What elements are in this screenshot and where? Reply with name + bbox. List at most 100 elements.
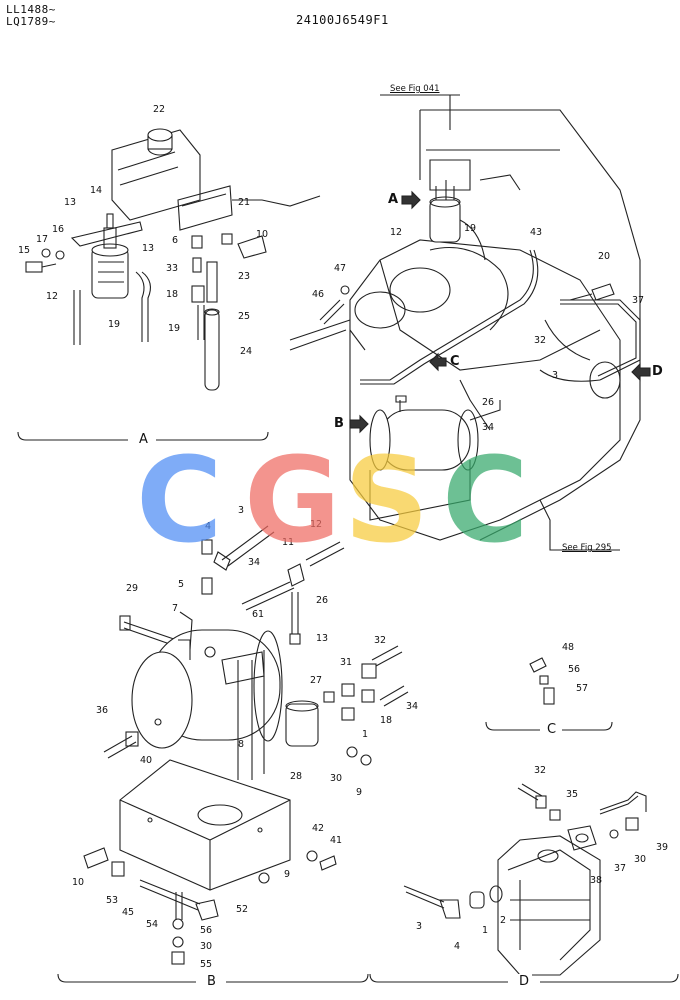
callout: 17 <box>36 234 49 245</box>
callout: 21 <box>238 197 251 208</box>
callout: 30 <box>634 854 647 865</box>
callout: 10 <box>256 229 269 240</box>
callout: 32 <box>534 335 547 346</box>
callout: 30 <box>200 941 213 952</box>
detail-d-drawing <box>369 783 679 983</box>
callout: 46 <box>312 289 325 300</box>
callout: 56 <box>200 925 213 936</box>
callout: 1 <box>482 925 489 936</box>
detail-a-drawing <box>17 128 321 441</box>
callout: 4 <box>205 521 212 532</box>
callout: 24 <box>240 346 253 357</box>
callout: 22 <box>153 104 166 115</box>
callout: 10 <box>72 877 85 888</box>
callout: 26 <box>482 397 495 408</box>
view-arrow-c <box>429 352 447 372</box>
callout: 4 <box>454 941 461 952</box>
callout: 48 <box>562 642 575 653</box>
callout: 19 <box>108 319 121 330</box>
callout: 57 <box>576 683 589 694</box>
callout: 1 <box>362 729 369 740</box>
section-label-c: C <box>544 722 560 737</box>
callout: 25 <box>238 311 251 322</box>
callout: 36 <box>96 705 109 716</box>
callout: 27 <box>310 675 323 686</box>
view-arrows <box>349 190 651 434</box>
callout: 53 <box>106 895 119 906</box>
callout: 31 <box>340 657 353 668</box>
callout: 12 <box>390 227 403 238</box>
callout: 18 <box>166 289 179 300</box>
callout: 20 <box>598 251 611 262</box>
callout: 2 <box>500 915 507 926</box>
section-label-d: D <box>516 974 533 989</box>
view-marker-a: A <box>388 192 399 207</box>
main-engine-drawing <box>289 94 641 551</box>
callout: 35 <box>566 789 579 800</box>
callout: 55 <box>200 959 213 970</box>
callout: 30 <box>330 773 343 784</box>
callout: 34 <box>248 557 261 568</box>
view-marker-d: D <box>652 364 663 379</box>
section-label-a: A <box>136 432 151 447</box>
callout: 32 <box>374 635 387 646</box>
callout: 47 <box>334 263 347 274</box>
callout: 32 <box>534 765 547 776</box>
callout: 3 <box>552 370 559 381</box>
callout: 15 <box>18 245 31 256</box>
callout: 13 <box>142 243 155 254</box>
detail-b-drawing <box>57 525 409 983</box>
ref-fig-295[interactable]: See Fig 295 <box>562 543 612 553</box>
callout: 41 <box>330 835 343 846</box>
section-label-b: B <box>204 974 219 989</box>
callout: 7 <box>172 603 179 614</box>
callout: 16 <box>52 224 65 235</box>
part-number: 24100J6549F1 <box>296 13 389 27</box>
callout: 11 <box>282 537 295 548</box>
serial-range-1: LL1488~ <box>6 3 56 16</box>
callout: 34 <box>406 701 419 712</box>
callout: 18 <box>380 715 393 726</box>
callout: 9 <box>356 787 363 798</box>
callout: 5 <box>178 579 185 590</box>
callout: 14 <box>90 185 103 196</box>
callout: 26 <box>316 595 329 606</box>
view-arrow-b <box>349 414 369 434</box>
callout: 19 <box>168 323 181 334</box>
ref-fig-041[interactable]: See Fig 041 <box>390 84 440 94</box>
detail-c-drawing <box>485 657 613 731</box>
callout: 54 <box>146 919 159 930</box>
callout: 37 <box>614 863 627 874</box>
callout: 9 <box>284 869 291 880</box>
view-marker-c: C <box>450 354 460 369</box>
callout: 40 <box>140 755 153 766</box>
callout: 8 <box>238 739 245 750</box>
callout: 56 <box>568 664 581 675</box>
callout: 3 <box>238 505 245 516</box>
callout: 45 <box>122 907 135 918</box>
callout: 52 <box>236 904 249 915</box>
callout: 3 <box>416 921 423 932</box>
view-arrow-a <box>401 190 421 210</box>
callout: 19 <box>464 223 477 234</box>
callout: 42 <box>312 823 325 834</box>
callout: 38 <box>590 875 603 886</box>
callout: 37 <box>632 295 645 306</box>
view-arrow-d <box>631 362 651 382</box>
callout: 12 <box>46 291 59 302</box>
callout: 23 <box>238 271 251 282</box>
callout: 13 <box>316 633 329 644</box>
callout: 33 <box>166 263 179 274</box>
callout: 34 <box>482 422 495 433</box>
callout: 43 <box>530 227 543 238</box>
view-marker-b: B <box>334 416 344 431</box>
callout: 13 <box>64 197 77 208</box>
serial-range-2: LQ1789~ <box>6 15 56 28</box>
callout: 12 <box>310 519 323 530</box>
callout: 61 <box>252 609 265 620</box>
callout: 6 <box>172 235 179 246</box>
callout: 29 <box>126 583 139 594</box>
callout: 39 <box>656 842 669 853</box>
